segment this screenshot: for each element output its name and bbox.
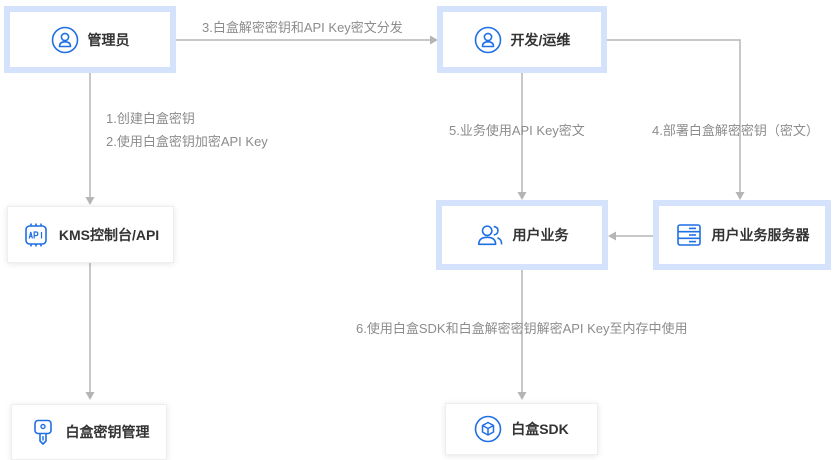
node-sdk[interactable]: 白盒SDK xyxy=(445,403,598,455)
node-admin[interactable]: 管理员 xyxy=(4,6,176,73)
user-icon xyxy=(51,26,79,54)
arrowhead xyxy=(85,197,95,205)
arrowhead xyxy=(517,392,527,400)
node-user-business[interactable]: 用户业务 xyxy=(436,200,608,270)
edge-label-step2: 2.使用白盒密钥加密API Key xyxy=(106,134,268,149)
node-kms-label: KMS控制台/API xyxy=(58,226,160,243)
node-user-business-label: 用户业务 xyxy=(512,227,569,243)
api-icon xyxy=(22,221,50,249)
arrowhead xyxy=(735,192,745,200)
key-icon xyxy=(29,418,57,446)
node-devops-label: 开发/运维 xyxy=(510,31,571,48)
node-admin-label: 管理员 xyxy=(87,31,130,48)
node-key-mgmt[interactable]: 白盒密钥管理 xyxy=(11,404,167,460)
edge-label-step3: 3.白盒解密密钥和API Key密文分发 xyxy=(202,20,403,35)
arrowhead xyxy=(517,192,527,200)
arrowhead xyxy=(430,35,438,45)
node-user-server-label: 用户业务服务器 xyxy=(711,227,810,243)
user-icon xyxy=(474,26,502,54)
node-kms[interactable]: KMS控制台/API xyxy=(7,206,174,263)
users-icon xyxy=(476,221,504,249)
arrowhead xyxy=(85,392,95,400)
cube-icon xyxy=(474,415,502,443)
edge-label-step5: 5.业务使用API Key密文 xyxy=(449,123,585,138)
edge-label-step6: 6.使用白盒SDK和白盒解密密钥解密API Key至内存中使用 xyxy=(356,321,688,336)
node-key-mgmt-label: 白盒密钥管理 xyxy=(65,424,150,440)
node-devops[interactable]: 开发/运维 xyxy=(437,6,607,73)
edge-devops-to-server xyxy=(607,39,741,193)
edge-label-step1: 1.创建白盒密钥 xyxy=(106,111,195,126)
arrowhead xyxy=(608,231,616,241)
edge-label-step4: 4.部署白盒解密密钥（密文） xyxy=(652,123,819,138)
node-user-server[interactable]: 用户业务服务器 xyxy=(653,200,831,270)
node-sdk-label: 白盒SDK xyxy=(511,421,569,437)
server-icon xyxy=(675,221,703,249)
